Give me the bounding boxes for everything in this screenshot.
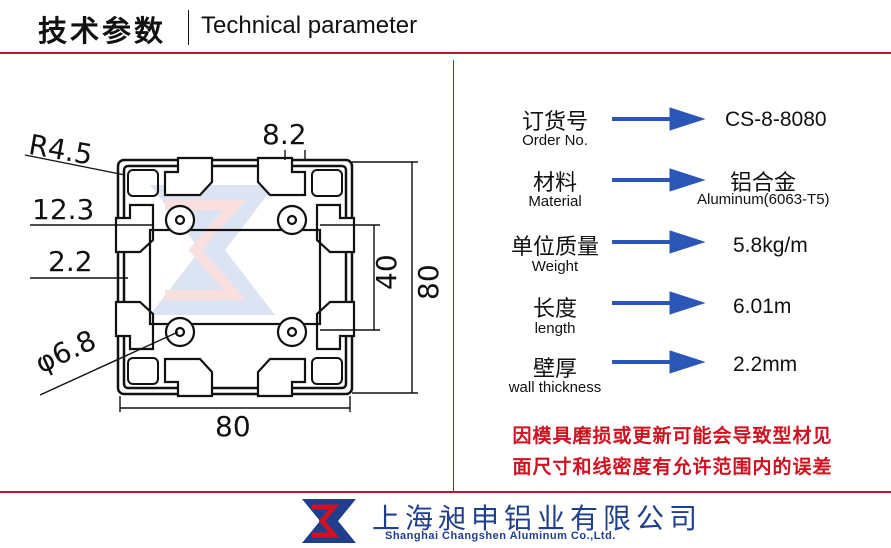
param-label-cn: 材料 bbox=[532, 171, 577, 196]
dim-12-3: 12.3 bbox=[32, 193, 95, 226]
param-label-en: Weight bbox=[531, 258, 579, 275]
param-label-cn: 壁厚 bbox=[532, 357, 577, 382]
watermark-logo bbox=[150, 185, 275, 315]
param-value: CS-8-8080 bbox=[725, 108, 827, 131]
tolerance-note-line1: 因模具磨损或更新可能会导致型材见 bbox=[512, 425, 833, 447]
dim-slot-width: 8.2 bbox=[262, 118, 307, 151]
param-label-en: Material bbox=[528, 193, 582, 210]
bottom-rule bbox=[0, 491, 891, 493]
arrow-right-icon bbox=[612, 230, 706, 254]
param-label-cn: 长度 bbox=[532, 297, 577, 322]
param-value: 6.01m bbox=[733, 295, 792, 318]
param-arrows bbox=[612, 107, 706, 374]
dim-outer-height: 80 bbox=[412, 264, 445, 300]
center-divider bbox=[453, 60, 454, 492]
profile-slots bbox=[114, 156, 356, 398]
company-logo-icon bbox=[302, 499, 356, 543]
page-title: 技术参数 bbox=[38, 14, 167, 48]
param-label-en: Order No. bbox=[522, 132, 588, 149]
tolerance-note-line2: 面尺寸和线密度有允许范围内的误差 bbox=[512, 456, 833, 478]
param-value: 铝合金 bbox=[730, 171, 797, 196]
top-rule bbox=[0, 52, 891, 54]
page-title-en: Technical parameter bbox=[201, 12, 418, 39]
arrow-right-icon bbox=[612, 107, 706, 131]
param-label-en: wall thickness bbox=[508, 379, 602, 396]
arrow-right-icon bbox=[612, 350, 706, 374]
corner-slots bbox=[127, 169, 343, 385]
dim-outer-width: 80 bbox=[215, 410, 251, 443]
arrow-right-icon bbox=[612, 291, 706, 315]
profile-drawing bbox=[24, 150, 418, 412]
param-label-cn: 订货号 bbox=[521, 110, 588, 135]
param-value-sub: Aluminum(6063-T5) bbox=[697, 191, 830, 208]
header-divider bbox=[188, 10, 189, 45]
company-name-en: Shanghai Changshen Aluminum Co.,Ltd. bbox=[385, 530, 616, 542]
profile-outline bbox=[116, 158, 354, 396]
param-value: 2.2mm bbox=[733, 353, 798, 376]
param-label-en: length bbox=[534, 320, 576, 337]
arrow-right-icon bbox=[612, 168, 706, 192]
dim-2-2: 2.2 bbox=[48, 245, 93, 278]
param-value: 5.8kg/m bbox=[733, 234, 808, 257]
dimension-lines bbox=[24, 150, 418, 412]
dim-inner-height: 40 bbox=[370, 254, 403, 290]
company-name-cn: 上海昶申铝业有限公司 bbox=[372, 502, 703, 535]
param-label-cn: 单位质量 bbox=[510, 235, 599, 260]
profile-holes bbox=[164, 204, 308, 348]
